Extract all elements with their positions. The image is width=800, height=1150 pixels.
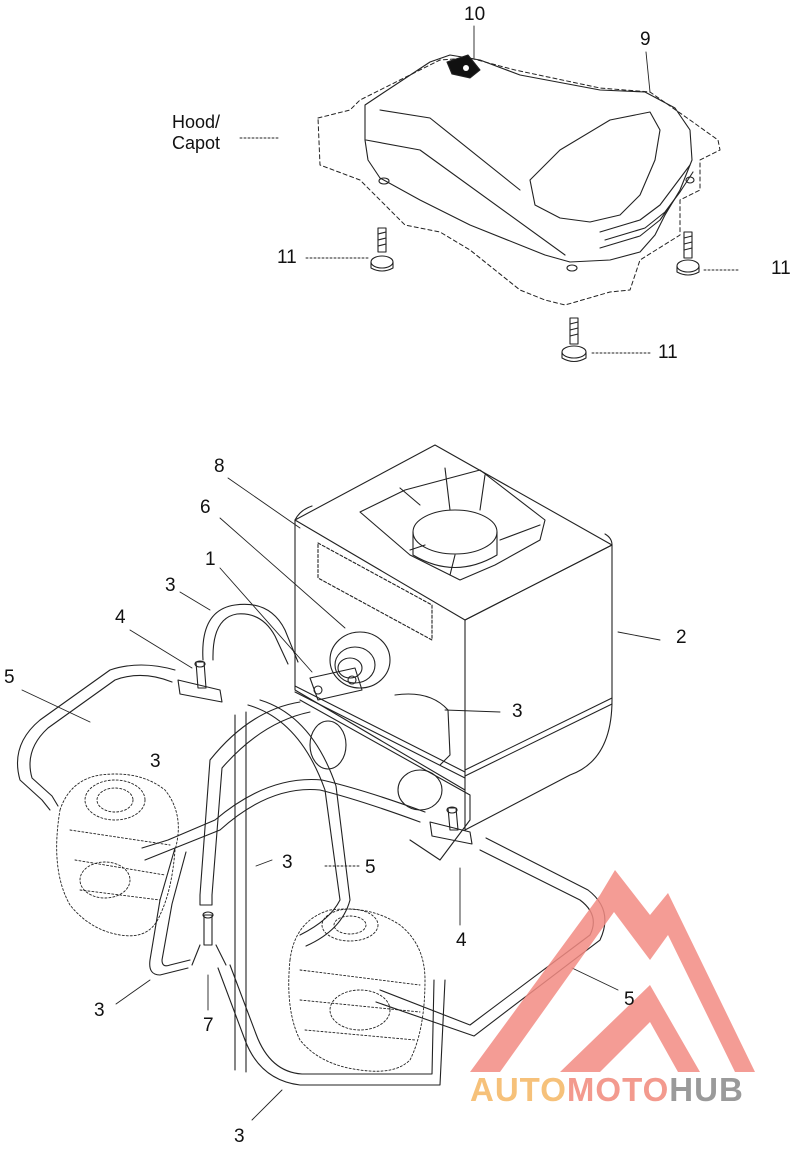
callout-11-left: 11	[277, 247, 297, 268]
screw-11-bottom	[561, 317, 587, 363]
callout-1: 1	[205, 549, 216, 570]
callout-4-lower: 4	[456, 930, 467, 951]
hood-outline	[317, 57, 721, 306]
y-fitting-7	[191, 911, 227, 966]
screw-11-left	[370, 227, 394, 272]
callout-4-upper: 4	[115, 607, 126, 628]
leader-lines-hood	[239, 137, 739, 354]
callout-5-left: 5	[4, 667, 15, 688]
callout-2: 2	[676, 627, 687, 648]
callout-11-right: 11	[771, 258, 791, 279]
carburetor-left	[56, 773, 179, 937]
hood-label: Hood/ Capot	[172, 112, 220, 154]
callout-3-tank: 3	[512, 701, 523, 722]
callout-5-right: 5	[624, 989, 635, 1010]
hood-label-en: Hood/	[172, 112, 221, 132]
fitting-1	[309, 667, 363, 701]
callout-10: 10	[464, 4, 486, 25]
callout-6: 6	[200, 497, 211, 518]
callout-7: 7	[203, 1015, 214, 1036]
hood-cover	[364, 54, 695, 272]
watermark-text-auto: AUTO	[470, 1071, 567, 1108]
oil-tank	[294, 444, 613, 861]
callout-9: 9	[640, 29, 651, 50]
callout-3-carb-left: 3	[150, 751, 161, 772]
callout-3-lower-left: 3	[94, 1000, 105, 1021]
hood-label-fr: Capot	[172, 133, 221, 153]
watermark-text-hub: HUB	[669, 1071, 744, 1108]
watermark-text-moto: MOTO	[566, 1071, 670, 1108]
callout-3-middle: 3	[282, 852, 293, 873]
carburetor-right	[288, 908, 426, 1072]
callout-3-bottom: 3	[234, 1126, 245, 1147]
t-fitting-4-upper	[177, 660, 223, 703]
callout-8: 8	[214, 456, 225, 477]
t-fitting-4-lower	[429, 806, 473, 845]
callout-5-middle: 5	[365, 857, 376, 878]
screw-11-right	[676, 231, 700, 276]
watermark-logo	[470, 870, 755, 1072]
leader-lines-tank	[21, 477, 661, 1121]
watermark-text: AUTOMOTOHUB	[470, 1070, 744, 1110]
callout-11-bottom: 11	[658, 342, 678, 363]
leader-lines-hood-solid	[473, 25, 651, 93]
callout-3-top: 3	[165, 575, 176, 596]
